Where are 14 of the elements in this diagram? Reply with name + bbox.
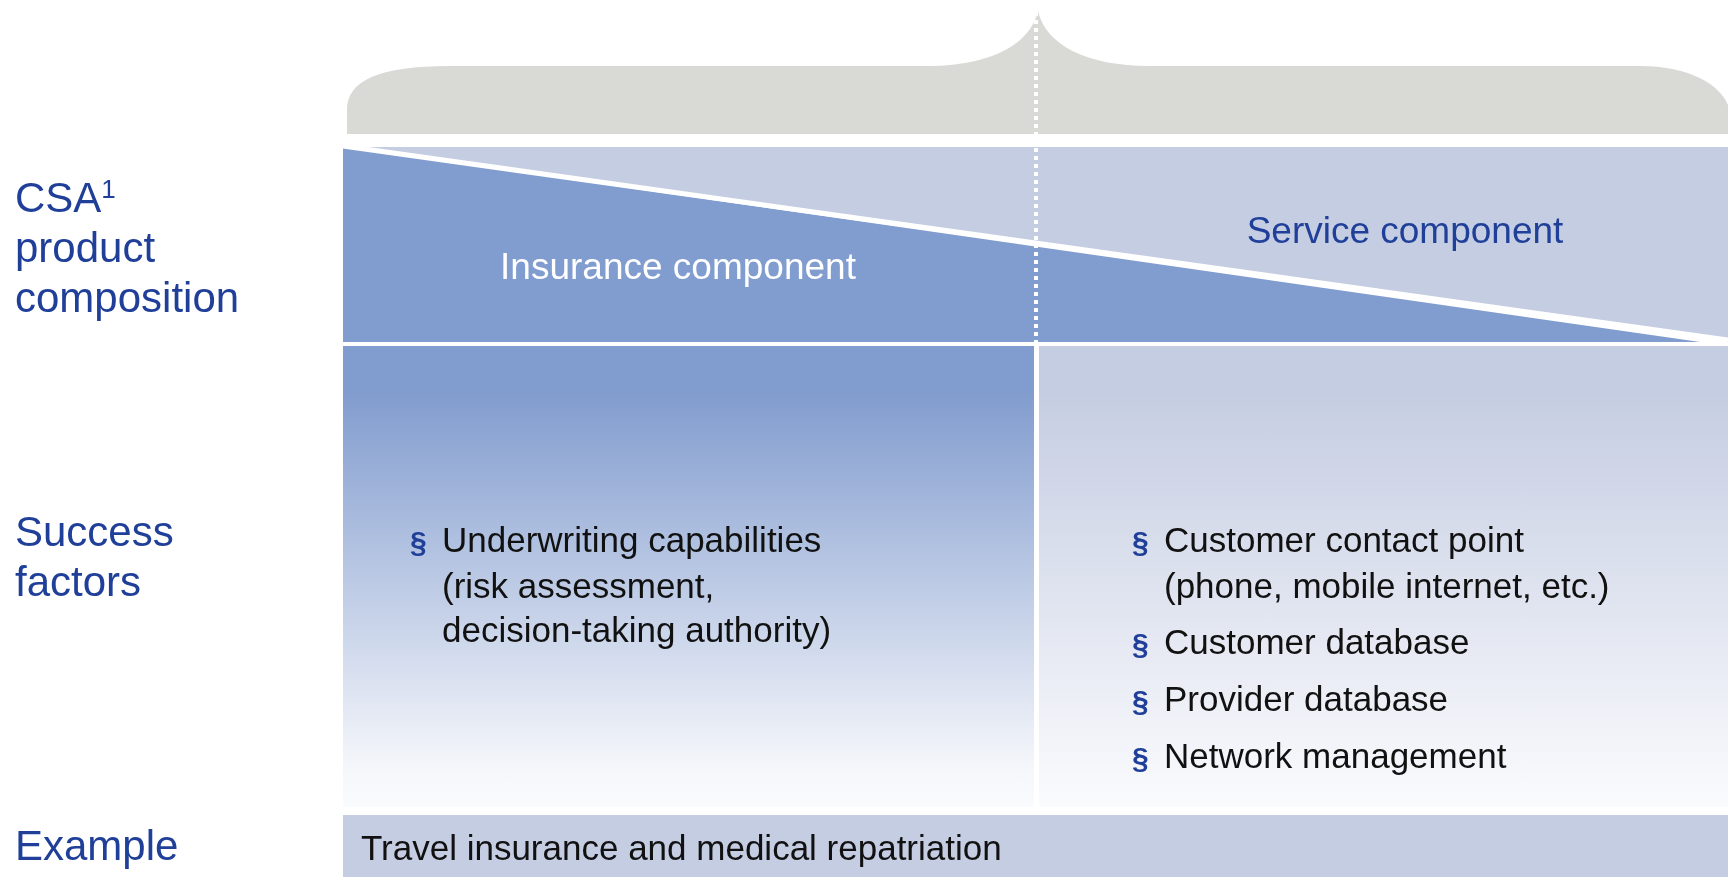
bullet-item: § Customer database: [1132, 621, 1471, 663]
panel: [343, 346, 1034, 807]
bullet-item: § Customer contact point (phone, mobile internet, etc.): [1132, 519, 1611, 607]
bullet-item: § Underwriting capabilities (risk assessment, decision-taking authority): [410, 519, 833, 651]
component-label: Service component: [1246, 209, 1564, 253]
row-heading: Example: [15, 821, 180, 871]
panel: [1039, 346, 1728, 807]
bullet-item: § Provider database: [1132, 678, 1450, 720]
component-label: Insurance component: [500, 245, 856, 289]
row-heading: CSA$^{1}$ product composition: [15, 173, 241, 323]
example-bar: [343, 815, 1728, 877]
row-heading: Success factors: [15, 507, 175, 607]
bullet-item: § Network management: [1132, 735, 1508, 777]
example-text: Travel insurance and medical repatriation: [361, 828, 1002, 868]
